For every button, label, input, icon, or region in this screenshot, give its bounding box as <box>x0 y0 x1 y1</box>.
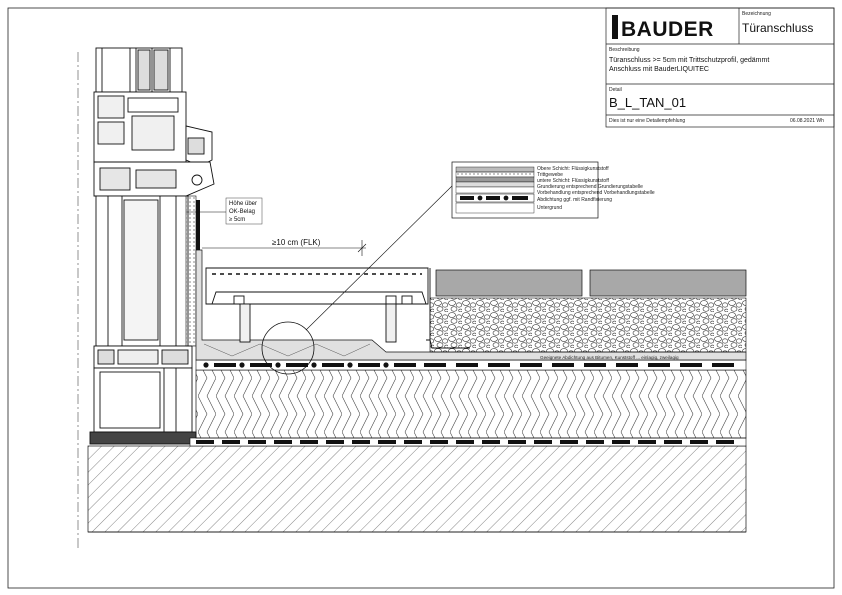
description-line-1: Türanschluss >= 5cm mit Trittschutzprofi… <box>609 57 770 64</box>
thermal-insulation <box>195 369 747 439</box>
liquid-waterproofing <box>195 249 747 361</box>
legend-item-6: Abdichtung ggf. mit Randfixierung <box>537 197 613 203</box>
height-note-2: OK-Belag <box>229 209 255 215</box>
detail-circle <box>261 321 315 375</box>
legend-item-1: Obere Schicht: Flüssigkunststoff <box>537 166 609 172</box>
title-block <box>605 7 835 128</box>
legend-box <box>451 161 599 219</box>
bauder-logo: BAUDER <box>612 15 714 41</box>
roof-membrane-marks <box>203 362 734 368</box>
concrete-substrate <box>87 445 747 533</box>
membrane-note: Geeignete Abdichtung aus Bitumen, Kunsts… <box>540 355 679 360</box>
sheet-border <box>7 7 835 589</box>
legend-item-3: untere Schicht: Flüssigkunststoff <box>537 178 609 184</box>
height-note-1: Höhe über <box>229 201 257 207</box>
recommendation-note: Dies ist nur eine Detailempfehlung <box>609 118 686 124</box>
distance-label: ≥10 cm (FLK) <box>272 238 321 247</box>
height-note-3: ≥ 5cm <box>229 217 245 223</box>
drawing-title: Türanschluss <box>742 21 814 35</box>
height-note-box <box>225 197 263 225</box>
drainage-channel <box>205 267 470 349</box>
distance-dimension <box>202 240 367 256</box>
legend-item-7: Untergrund <box>537 205 563 211</box>
frame-insulation <box>185 195 197 347</box>
detail-caption: Detail <box>609 87 622 93</box>
legend-item-4: Grundierung entsprechend Grundierungstab… <box>537 184 643 190</box>
paver-slab-2 <box>589 269 747 297</box>
detail-id: B_L_TAN_01 <box>609 95 687 110</box>
legend-item-2: Trittgewebe <box>537 172 563 178</box>
legend-item-5: Vorbehandlung entsprechend Vorbehandlung… <box>537 190 655 196</box>
gravel-bed <box>429 297 747 353</box>
drawing-date: 06.08.2021 Wh <box>790 118 824 124</box>
description-caption: Beschreibung <box>609 47 640 53</box>
paver-slab-1 <box>435 269 583 297</box>
detail-leader <box>305 185 453 331</box>
description-line-2: Anschluss mit BauderLIQUITEC <box>609 66 709 73</box>
svg-text:BAUDER: BAUDER <box>621 18 714 41</box>
vapour-barrier-dashes <box>196 440 734 444</box>
door-frame-profile <box>89 47 215 445</box>
name-caption: Bezeichnung <box>742 11 771 17</box>
